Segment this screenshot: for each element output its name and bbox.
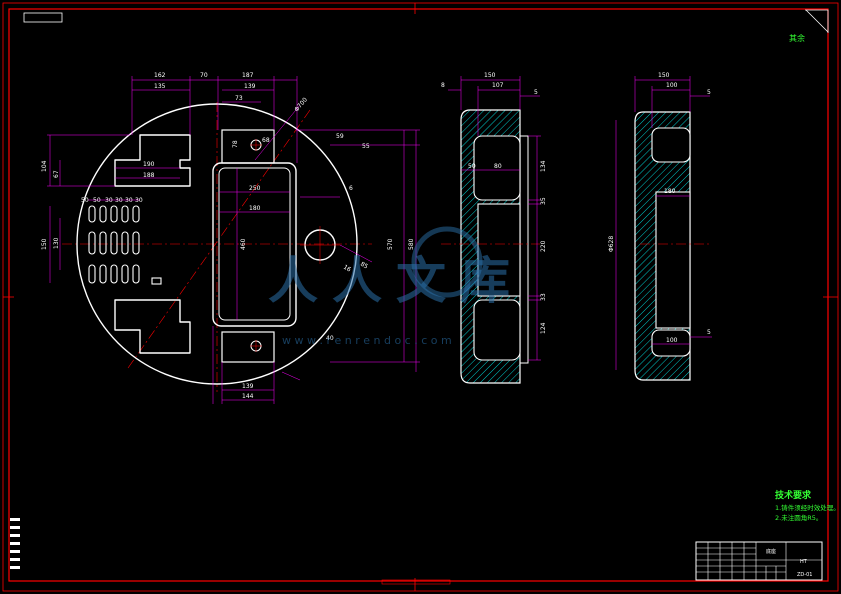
watermark: 人人文库 w w w . r e n r e n d o c . c o m	[268, 226, 524, 347]
central-column-inner	[218, 167, 291, 321]
top-cutout	[114, 134, 191, 187]
side-dimension-lines	[615, 76, 712, 370]
dim-30d: 30	[135, 197, 143, 204]
dim-190: 190	[143, 161, 155, 168]
dim-135: 135	[154, 83, 166, 90]
sec-dim-35: 35	[540, 197, 547, 205]
dim-570: 570	[387, 238, 394, 250]
front-dimension-lines	[47, 76, 420, 404]
sec-dim-150: 150	[484, 72, 496, 79]
title-part-name: 底座	[766, 548, 776, 555]
corner-mark: 其余	[789, 9, 829, 43]
tech-note-1: 1.铸件须经时效处理。	[775, 503, 840, 512]
dim-67: 67	[53, 170, 60, 178]
bottom-cutout	[114, 299, 191, 354]
dim-85: 85	[359, 261, 369, 271]
dim-104: 104	[41, 160, 48, 172]
side-dim-150: 150	[658, 72, 670, 79]
dim-30a: 30	[105, 197, 113, 204]
dim-162: 162	[154, 72, 166, 79]
vent-slots	[88, 205, 162, 285]
revision-stripe	[10, 518, 20, 569]
side-dim-100-top: 100	[666, 82, 678, 89]
dim-180: 180	[249, 205, 261, 212]
top-lug	[221, 129, 275, 164]
sec-dim-220: 220	[540, 240, 547, 252]
title-block-texts: 底座 HT ZD-01	[766, 548, 812, 578]
dim-68: 68	[262, 137, 270, 144]
dim-50b: 50	[93, 197, 101, 204]
watermark-text: 人人文库	[268, 252, 524, 310]
side-pocket-top	[651, 127, 691, 163]
technical-notes: 技术要求 1.铸件须经时效处理。 2.未注圆角R5。	[775, 489, 840, 522]
dim-30b: 30	[115, 197, 123, 204]
side-dim-5-bottom: 5	[707, 329, 711, 336]
dim-40: 40	[326, 335, 334, 342]
side-dim-100-bottom: 100	[666, 337, 678, 344]
dim-187: 187	[242, 72, 254, 79]
dim-diameter-700: Φ700	[293, 96, 309, 113]
dim-59: 59	[336, 133, 344, 140]
dim-16: 16	[342, 264, 352, 274]
tech-note-2: 2.未注圆角R5。	[775, 513, 822, 522]
bottom-lug	[221, 331, 275, 363]
sec-dim-33: 33	[540, 293, 547, 301]
dim-130: 130	[53, 237, 60, 249]
dim-144: 144	[242, 393, 254, 400]
front-dimension-texts: 162 70 187 135 139 73 104 67 150 130 190…	[41, 72, 415, 400]
section-view: 150 107 8 5 50 80 134 35 220 33 124	[441, 72, 547, 384]
dim-73: 73	[235, 95, 243, 102]
dim-139-top: 139	[244, 83, 256, 90]
watermark-logo-ring	[411, 226, 483, 298]
title-block	[695, 541, 823, 581]
dim-460: 460	[240, 238, 247, 250]
side-slot	[655, 191, 691, 329]
section-dimension-texts: 150 107 8 5 50 80 134 35 220 33 124	[441, 72, 547, 334]
sec-dim-107: 107	[492, 82, 504, 89]
sec-dim-134: 134	[540, 160, 547, 172]
dim-139-bottom: 139	[242, 383, 254, 390]
sec-dim-50: 50	[468, 163, 476, 170]
dim-6: 6	[349, 185, 353, 192]
title-material: HT	[800, 559, 808, 565]
dim-70: 70	[200, 72, 208, 79]
side-pocket-bottom	[651, 329, 691, 357]
outer-circle	[76, 103, 358, 385]
dim-78: 78	[232, 140, 239, 148]
corner-mark-text: 其余	[789, 33, 805, 43]
front-view: 162 70 187 135 139 73 104 67 150 130 190…	[41, 72, 420, 404]
dim-580: 580	[408, 238, 415, 250]
watermark-url: w w w . r e n r e n d o c . c o m	[282, 334, 452, 347]
dim-188: 188	[143, 172, 155, 179]
side-view: 150 100 5 180 100 5 Φ628	[608, 72, 712, 381]
side-dimension-texts: 150 100 5 180 100 5 Φ628	[608, 72, 711, 344]
side-dim-diameter-628: Φ628	[608, 236, 615, 252]
dim-55: 55	[362, 143, 370, 150]
title-drawing-no: ZD-01	[797, 572, 812, 578]
sec-dim-8: 8	[441, 82, 445, 89]
sec-dim-80: 80	[494, 163, 502, 170]
section-dimension-lines	[448, 76, 541, 361]
side-dim-180: 180	[664, 188, 676, 195]
dim-50a: 50	[81, 197, 89, 204]
drawing-number-box	[23, 12, 63, 23]
sec-dim-5: 5	[534, 89, 538, 96]
front-center-lines	[62, 102, 372, 392]
dim-250: 250	[249, 185, 261, 192]
sec-dim-124: 124	[540, 322, 547, 334]
tech-notes-title: 技术要求	[775, 489, 812, 501]
dim-30c: 30	[125, 197, 133, 204]
side-dim-5-top: 5	[707, 89, 711, 96]
dim-150: 150	[41, 238, 48, 250]
